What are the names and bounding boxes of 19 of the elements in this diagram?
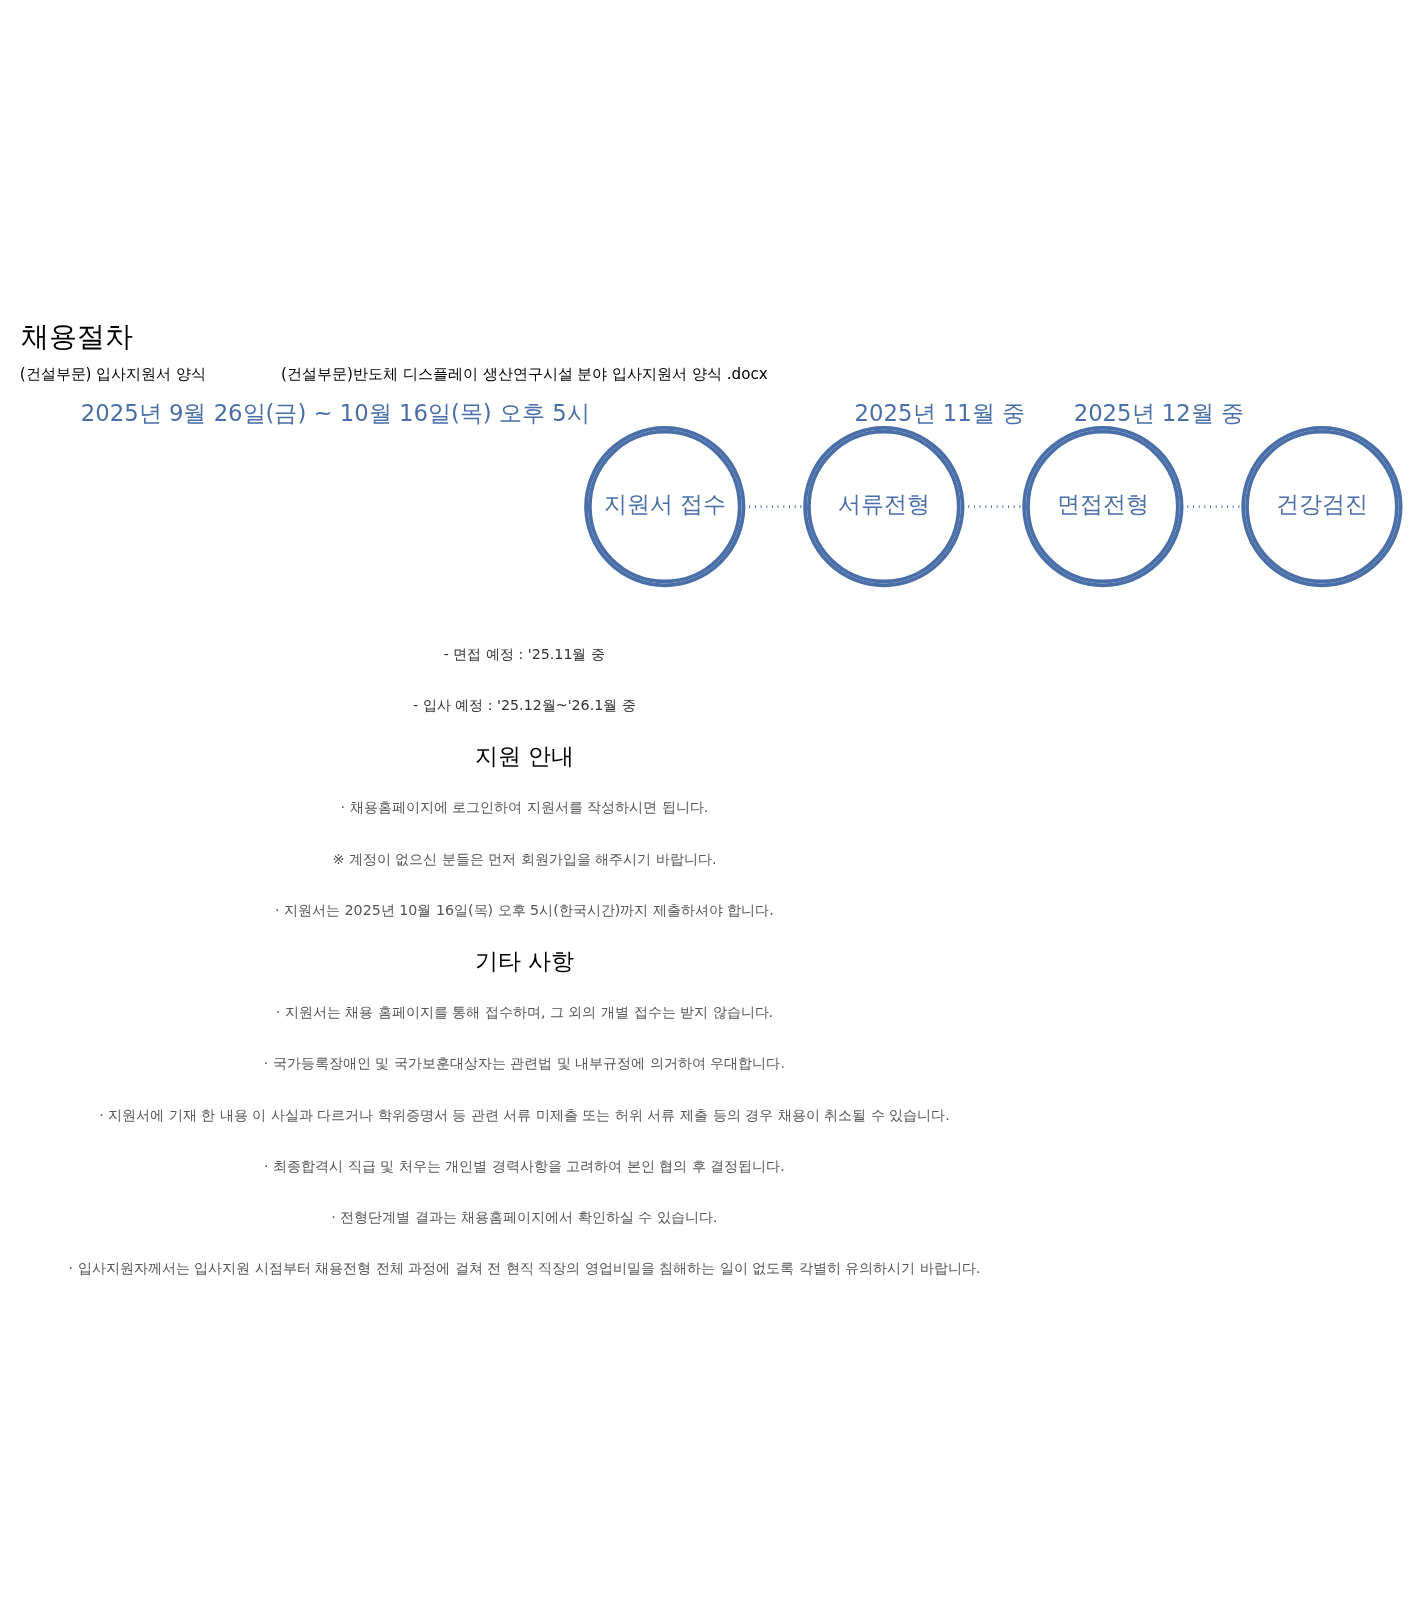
label: · 지원서에 기재 한 내용 이 사실과 다르거나 학위증명서 등 관련 서류 미제출 또는 허위 서류 제출 등의 경우 채용이 취소될 수 있습니다. — [99, 1106, 950, 1123]
label: - 입사 예정 : '25.12월~'26.1월 중 — [413, 697, 636, 714]
label: ※ 계정이 없으신 분들은 먼저 회원가입을 해주시기 바랍니다. — [332, 850, 717, 867]
label: · 지원서는 채용 홈페이지를 통해 접수하며, 그 외의 개별 접수는 받지 않습니다. — [275, 1004, 774, 1021]
label: · 입사지원자께서는 입사지원 시점부터 채용전형 전체 과정에 걸쳐 전 현직 직장의 영업비밀을 침해하는 일이 없도록 각별히 유의하시기 바랍니다. — [68, 1260, 981, 1277]
label: 지원 안내 — [474, 742, 575, 769]
label: (건설부문) 입사지원서 양식 — [19, 365, 207, 384]
label: · 지원서는 2025년 10월 16일(목) 오후 5시(한국시간)까지 제출하셔야 합니다. — [275, 901, 774, 918]
diagram-title: 채용절차 — [21, 320, 134, 354]
label: · 최종합격시 직급 및 처우는 개인별 경력사항을 고려하여 본인 협의 후 결정됩니다. — [264, 1157, 785, 1174]
label: - 면접 예정 : '25.11월 중 — [443, 645, 605, 662]
label: · 채용홈페이지에 로그인하여 지원서를 작성하시면 됩니다. — [340, 799, 709, 816]
node-label: 2025년 11월 중 — [854, 400, 1025, 427]
label: · 전형단계별 결과는 채용홈페이지에서 확인하실 수 있습니다. — [331, 1209, 718, 1226]
label: · 국가등록장애인 및 국가보훈대상자는 관련법 및 내부규정에 의거하여 우대합니다. — [263, 1055, 786, 1072]
node-label: 2025년 12월 중 — [1073, 400, 1244, 427]
node-label: 2025년 9월 26일(금) ~ 10월 16일(목) 오후 5시 — [80, 400, 590, 427]
label: (건설부문)반도체 디스플레이 생산연구시설 분야 입사지원서 양식 .docx — [281, 365, 768, 384]
label: 기타 사항 — [474, 947, 575, 974]
